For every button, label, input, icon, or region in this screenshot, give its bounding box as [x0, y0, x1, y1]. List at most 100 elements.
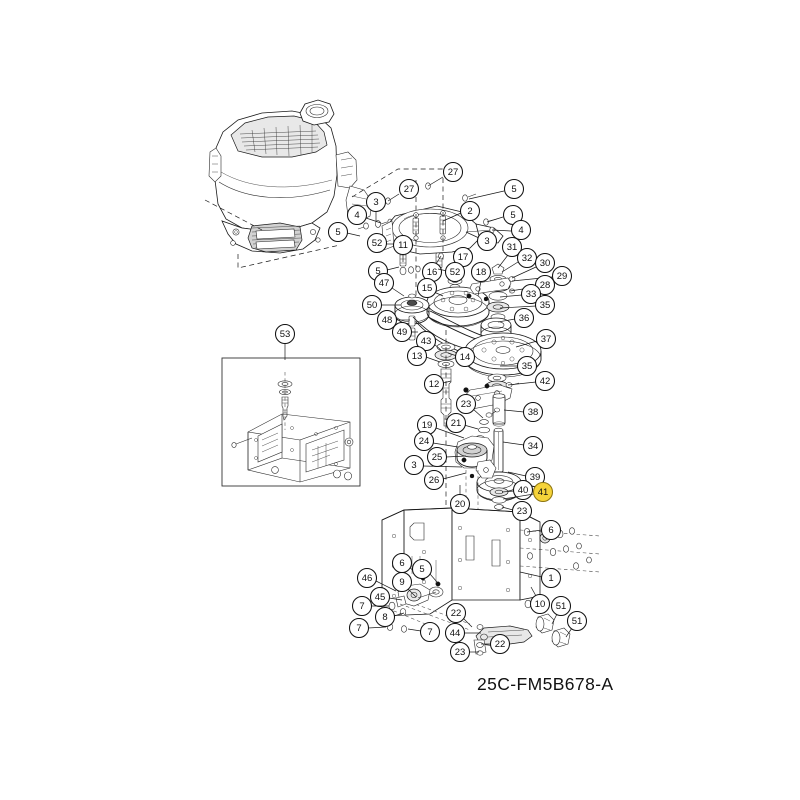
callout-circle[interactable] — [459, 200, 481, 222]
callout-bubble-4[interactable]: 4 — [346, 204, 382, 226]
callout-bubble-8[interactable]: 8 — [374, 606, 405, 628]
callout-circle[interactable] — [535, 328, 557, 350]
callout-bubble-43[interactable]: 43 — [415, 330, 442, 352]
callout-circle[interactable] — [520, 283, 542, 305]
callout-circle[interactable] — [511, 500, 533, 522]
callout-circle[interactable] — [445, 412, 467, 434]
callout-bubble-7[interactable]: 7 — [348, 617, 387, 639]
callout-circle[interactable] — [391, 552, 413, 574]
callout-bubble-20[interactable]: 20 — [449, 485, 471, 515]
callout-circle[interactable] — [449, 641, 471, 663]
callout-circle[interactable] — [351, 595, 373, 617]
callout-circle[interactable] — [513, 307, 535, 329]
callout-bubble-6[interactable]: 6 — [391, 552, 422, 577]
callout-bubble-5[interactable]: 5 — [468, 178, 525, 200]
callout-bubble-4[interactable]: 4 — [491, 219, 532, 241]
callout-bubble-14[interactable]: 14 — [447, 346, 476, 368]
callout-bubble-23[interactable]: 23 — [455, 393, 484, 419]
callout-bubble-16[interactable]: 16 — [421, 255, 443, 283]
callout-bubble-46[interactable]: 46 — [356, 567, 397, 592]
callout-circle[interactable] — [348, 617, 370, 639]
callout-bubble-23[interactable]: 23 — [449, 641, 480, 663]
callout-circle[interactable] — [551, 265, 573, 287]
callout-bubble-3[interactable]: 3 — [403, 454, 463, 476]
callout-circle[interactable] — [346, 204, 368, 226]
callout-bubble-7[interactable]: 7 — [407, 621, 441, 643]
callout-circle[interactable] — [522, 435, 544, 457]
callout-circle[interactable] — [423, 469, 445, 491]
callout-circle[interactable] — [392, 234, 414, 256]
callout-bubble-47[interactable]: 47 — [373, 272, 405, 297]
callout-circle[interactable] — [454, 346, 476, 368]
callout-circle[interactable] — [419, 621, 441, 643]
callout-bubble-18[interactable]: 18 — [470, 261, 492, 297]
callout-circle[interactable] — [398, 178, 420, 200]
callout-circle[interactable] — [415, 330, 437, 352]
callout-bubble-45[interactable]: 45 — [369, 586, 403, 608]
callout-circle[interactable] — [374, 606, 396, 628]
callout-circle[interactable] — [566, 610, 588, 632]
callout-bubble-7[interactable]: 7 — [351, 595, 390, 617]
callout-circle[interactable] — [550, 595, 572, 617]
callout-bubble-22[interactable]: 22 — [445, 602, 473, 628]
callout-bubble-52[interactable]: 52 — [366, 232, 397, 254]
callout-circle[interactable] — [376, 309, 398, 331]
callout-bubble-34[interactable]: 34 — [502, 435, 544, 457]
callout-circle[interactable] — [534, 370, 556, 392]
callout-circle[interactable] — [411, 558, 433, 580]
callout-circle[interactable] — [403, 454, 425, 476]
callout-circle[interactable] — [534, 274, 556, 296]
callout-bubble-29[interactable]: 29 — [511, 265, 573, 287]
callout-bubble-36[interactable]: 36 — [497, 307, 535, 329]
callout-bubble-52[interactable]: 52 — [437, 261, 466, 283]
callout-circle[interactable] — [476, 230, 498, 252]
callout-circle[interactable] — [356, 567, 378, 589]
callout-bubble-15[interactable]: 15 — [416, 277, 444, 299]
callout-bubble-39[interactable]: 39 — [507, 466, 546, 488]
callout-bubble-2[interactable]: 2 — [442, 200, 481, 222]
callout-bubble-12[interactable]: 12 — [423, 373, 452, 395]
callout-circle[interactable] — [540, 567, 562, 589]
callout-bubble-50[interactable]: 50 — [361, 294, 402, 316]
callout-circle[interactable] — [369, 586, 391, 608]
callout-bubble-41[interactable]: 41 — [502, 481, 554, 503]
callout-bubble-10[interactable]: 10 — [529, 586, 551, 615]
callout-circle[interactable] — [361, 294, 383, 316]
callout-circle[interactable] — [455, 393, 477, 415]
callout-bubble-6[interactable]: 6 — [526, 519, 562, 541]
callout-circle[interactable] — [534, 252, 556, 274]
callout-bubble-5[interactable]: 5 — [486, 204, 524, 226]
callout-bubble-48[interactable]: 48 — [376, 309, 411, 331]
callout-bubble-37[interactable]: 37 — [515, 328, 557, 350]
callout-bubble-38[interactable]: 38 — [503, 401, 544, 423]
callout-circle[interactable] — [522, 401, 544, 423]
callout-circle[interactable] — [501, 236, 523, 258]
callout-bubble-23[interactable]: 23 — [501, 500, 533, 522]
callout-circle[interactable] — [391, 321, 413, 343]
callout-bubble-49[interactable]: 49 — [391, 321, 419, 343]
callout-bubble-24[interactable]: 24 — [413, 430, 459, 452]
callout-bubble-51[interactable]: 51 — [550, 595, 572, 625]
callout-bubble-25[interactable]: 25 — [426, 446, 467, 468]
callout-circle[interactable] — [413, 430, 435, 452]
callout-bubble-27[interactable]: 27 — [427, 161, 464, 187]
callout-bubble-35[interactable]: 35 — [500, 355, 538, 377]
callout-circle[interactable] — [449, 493, 471, 515]
callout-circle[interactable] — [444, 622, 466, 644]
callout-bubble-27[interactable]: 27 — [387, 178, 420, 202]
callout-bubble-26[interactable]: 26 — [423, 469, 467, 491]
callout-bubble-22[interactable]: 22 — [481, 633, 511, 655]
callout-circle[interactable] — [365, 191, 387, 213]
callout-circle[interactable] — [489, 633, 511, 655]
callout-bubble-5[interactable]: 5 — [411, 558, 438, 583]
callout-bubble-1[interactable]: 1 — [519, 567, 562, 589]
callout-circle[interactable] — [510, 219, 532, 241]
callout-circle[interactable] — [516, 355, 538, 377]
callout-circle[interactable] — [274, 323, 296, 345]
callout-bubble-42[interactable]: 42 — [507, 370, 556, 392]
callout-circle[interactable] — [445, 602, 467, 624]
callout-circle[interactable] — [366, 232, 388, 254]
callout-circle[interactable] — [470, 261, 492, 283]
callout-bubble-35[interactable]: 35 — [499, 294, 556, 316]
callout-circle[interactable] — [406, 345, 428, 367]
